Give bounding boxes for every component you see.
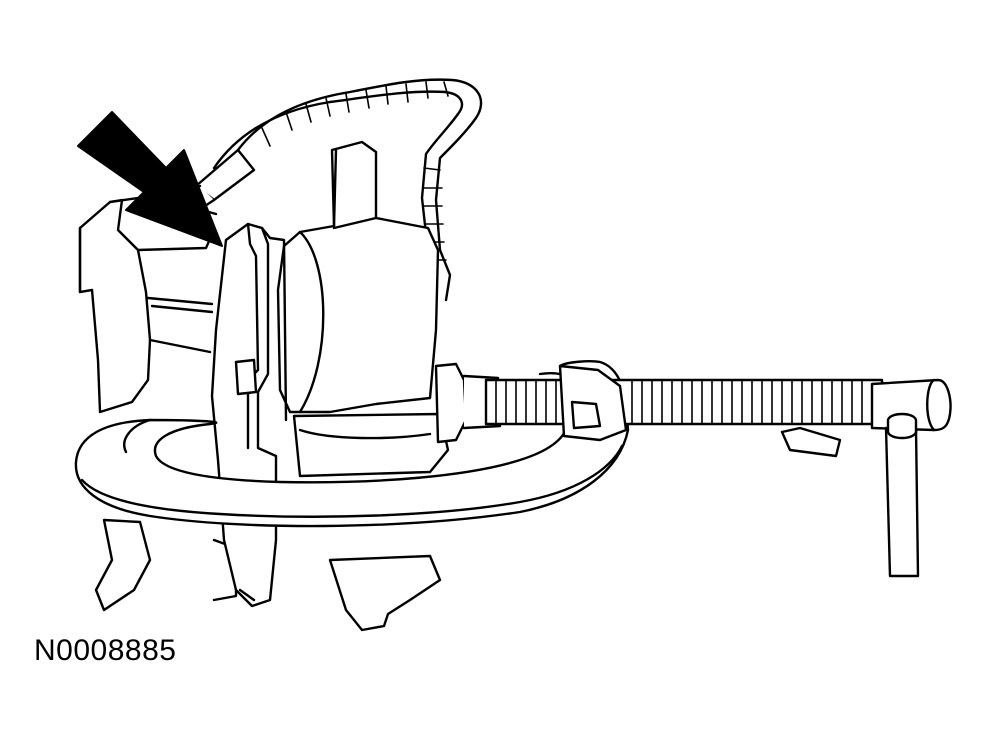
c-clamp-t-handle <box>780 378 952 578</box>
caliper-housing <box>276 140 450 632</box>
caliper-bracket <box>78 194 238 612</box>
c-clamp-screw <box>484 364 884 442</box>
brake-pad <box>210 222 288 608</box>
figure-reference-number: N0008885 <box>34 634 177 667</box>
pointer-arrow <box>77 111 223 247</box>
